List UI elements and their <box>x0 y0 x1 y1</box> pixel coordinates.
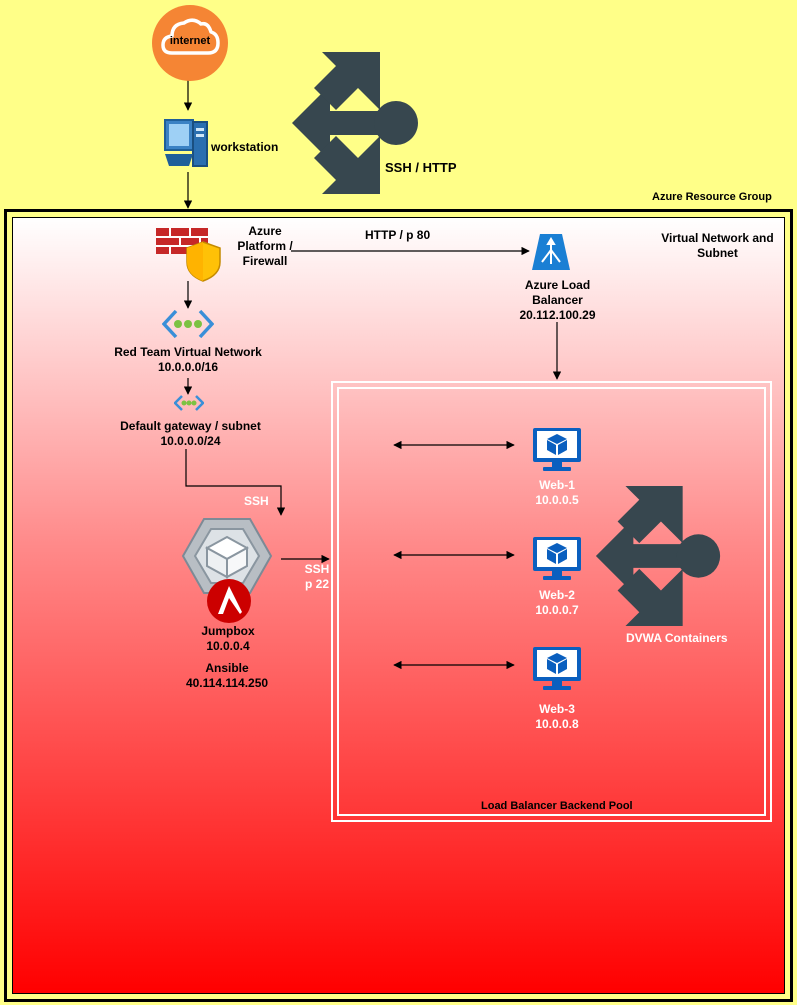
web1-line-2: 10.0.0.5 <box>535 493 579 507</box>
firewall-icon <box>156 228 221 282</box>
vnet-icon <box>162 309 214 339</box>
red-team-vnet-label: Red Team Virtual Network 10.0.0.0/16 <box>108 345 268 375</box>
web3-line-2: 10.0.0.8 <box>535 717 579 731</box>
gateway-to-jumpbox-arrow <box>185 449 286 516</box>
backend-pool-border <box>337 387 766 816</box>
load-balancer-icon <box>532 234 570 270</box>
web1-label: Web-1 10.0.0.5 <box>515 478 599 508</box>
internet-label: internet <box>169 35 211 47</box>
jumpbox-line-1: Jumpbox <box>201 624 255 638</box>
subnet-icon <box>174 395 204 411</box>
workstation-label: workstation <box>211 140 279 154</box>
vnet-subnet-line-1: Virtual Network and <box>661 231 774 245</box>
vnet-line-1: Red Team Virtual Network <box>114 345 262 359</box>
workstation-icon <box>164 119 208 167</box>
vnet-subnet-label: Virtual Network and Subnet <box>650 231 785 261</box>
gateway-line-2: 10.0.0.0/24 <box>160 434 221 448</box>
firewall-line-1: Azure <box>248 224 282 238</box>
ansible-line-2: 40.114.114.250 <box>185 676 269 690</box>
vnet-subnet-line-2: Subnet <box>697 246 738 260</box>
gateway-line-1: Default gateway / subnet <box>120 419 261 433</box>
web3-label: Web-3 10.0.0.8 <box>515 702 599 732</box>
ssh-label: SSH <box>244 494 269 508</box>
docker-arrows-icon <box>292 52 418 194</box>
firewall-label: Azure Platform / Firewall <box>232 224 298 269</box>
gateway-label: Default gateway / subnet 10.0.0.0/24 <box>108 419 273 449</box>
lb-line-2: Balancer <box>532 293 583 307</box>
jumpbox-line-2: 10.0.0.4 <box>206 639 250 653</box>
vm-icon <box>533 647 581 690</box>
resource-group-label: Azure Resource Group <box>652 191 772 203</box>
lb-line-3: 20.112.100.29 <box>519 308 596 322</box>
web3-line-1: Web-3 <box>539 702 575 716</box>
vm-icon <box>533 537 581 580</box>
lb-line-1: Azure Load <box>524 278 591 292</box>
web2-line-1: Web-2 <box>539 588 575 602</box>
ssh-p22-line-2: p 22 <box>304 577 329 591</box>
ansible-line-1: Ansible <box>205 661 249 675</box>
load-balancer-label: Azure Load Balancer 20.112.100.29 <box>510 278 605 323</box>
jumpbox-icon <box>181 518 273 594</box>
ssh-http-label: SSH / HTTP <box>385 160 457 175</box>
ssh-p22-line-1: SSH <box>304 562 330 576</box>
ansible-icon <box>207 579 251 623</box>
firewall-line-2: Platform / <box>237 239 293 253</box>
docker-arrows-icon <box>595 486 721 626</box>
web2-line-2: 10.0.0.7 <box>535 603 579 617</box>
cloud-icon <box>152 5 228 81</box>
firewall-line-3: Firewall <box>242 254 288 268</box>
ansible-label: Ansible 40.114.114.250 <box>172 661 282 691</box>
vnet-line-2: 10.0.0.0/16 <box>157 360 219 374</box>
dvwa-label: DVWA Containers <box>626 631 728 645</box>
http-label: HTTP / p 80 <box>365 228 431 242</box>
web1-line-1: Web-1 <box>539 478 575 492</box>
web2-label: Web-2 10.0.0.7 <box>515 588 599 618</box>
backend-pool-container <box>331 381 772 822</box>
vm-icon <box>533 428 581 471</box>
ssh-p22-label: SSH p 22 <box>300 562 334 592</box>
pool-label: Load Balancer Backend Pool <box>481 800 633 812</box>
jumpbox-label: Jumpbox 10.0.0.4 <box>185 624 271 654</box>
